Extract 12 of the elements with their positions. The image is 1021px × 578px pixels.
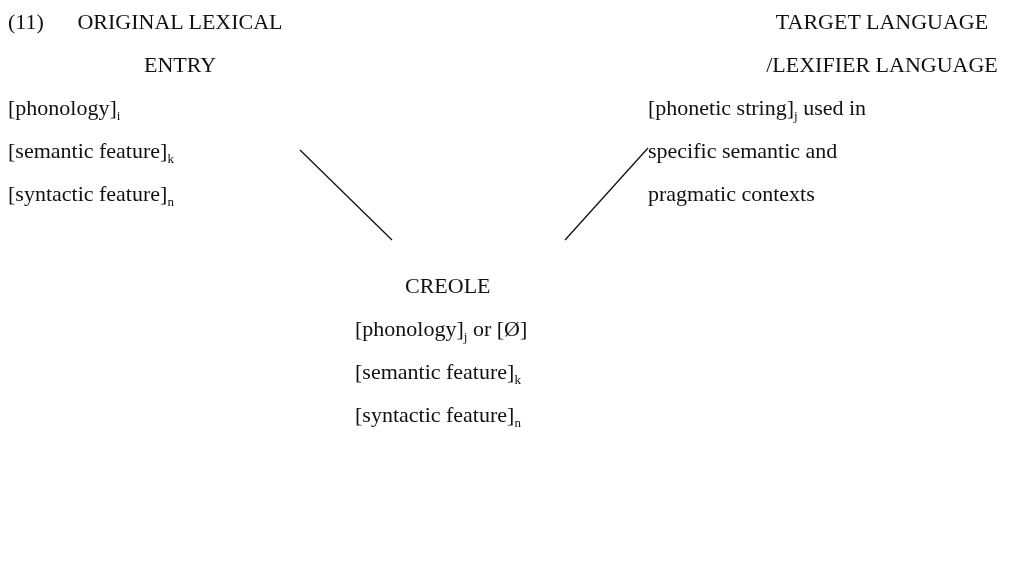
feature-text: [syntactic feature]$_{n}$ (355, 401, 522, 433)
feature-text: [syntactic feature]$_{n}$ (8, 180, 175, 212)
feature-text: [semantic feature]$_{k}$ (355, 358, 522, 390)
entry-heading: ORIGINAL LEXICAL ENTRY (76, 8, 284, 79)
feature-text: [phonology]$_{j}$ or [Ø] (355, 315, 529, 347)
feature-text: [semantic feature]$_{k}$ (8, 137, 175, 169)
connector-line (299, 149, 393, 241)
feature-text: [phonology]$_{i}$ (8, 94, 122, 126)
connector-line (564, 147, 649, 241)
example-number: (11) (8, 8, 44, 36)
entry-heading: CREOLE (404, 272, 492, 300)
feature-text: [phonetic string]$_{j}$ used in specific semantic and pragmatic contexts (648, 94, 868, 208)
